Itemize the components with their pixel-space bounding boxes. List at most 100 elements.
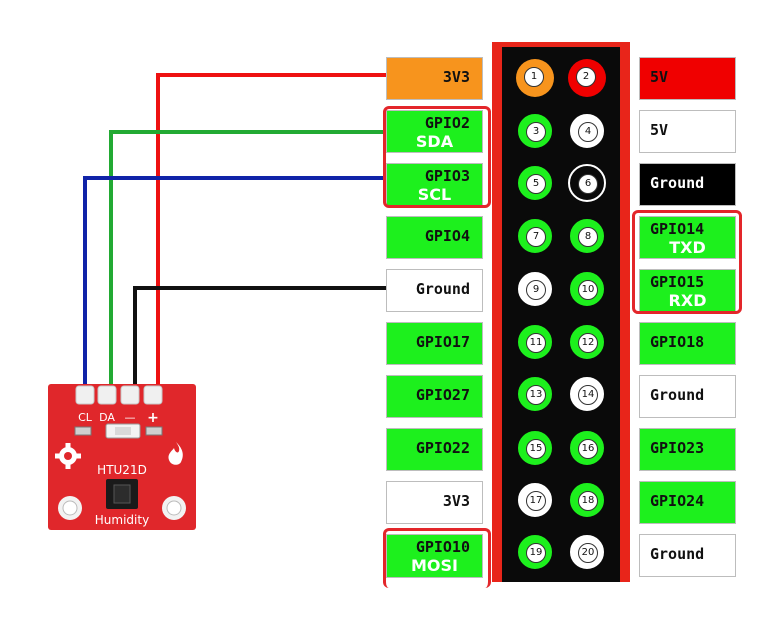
pin-function-text: 3V3 (442, 68, 470, 86)
gpio-pin-2: 2 (568, 59, 606, 97)
gpio-pin-15: 15 (516, 429, 554, 467)
pin-number: 15 (526, 439, 546, 459)
gpio-pin-17: 17 (516, 481, 554, 519)
wires (83, 73, 388, 392)
gpio-pin-14: 14 (568, 375, 606, 413)
pin-function-text: 5V (650, 121, 669, 139)
gpio-pin-13: 13 (516, 375, 554, 413)
sensor-pin-label-minus: — (125, 411, 136, 424)
sensor-header-pads (75, 385, 163, 405)
gpio-pin-12: 12 (568, 323, 606, 361)
right-label-6: GPIO18 (639, 322, 736, 365)
wire-scl (83, 176, 388, 392)
gpio-pin-10: 10 (568, 270, 606, 308)
right-label-2: 5V (639, 110, 736, 153)
gpio-pin-7: 7 (516, 217, 554, 255)
pin-function-text: GPIO27 (415, 386, 470, 404)
right-label-7: Ground (639, 375, 736, 418)
pin-number: 9 (526, 280, 546, 300)
pin-alt-function-text: TXD (669, 238, 706, 257)
wire-3v3 (156, 73, 388, 392)
pin-number: 7 (526, 227, 546, 247)
pin-function-text: GPIO10 (415, 538, 470, 556)
pin-number: 6 (578, 174, 598, 194)
pin-function-text: GPIO17 (415, 333, 470, 351)
gpio-pin-16: 16 (568, 429, 606, 467)
gpio-pin-8: 8 (568, 217, 606, 255)
pin-function-text: 3V3 (442, 492, 470, 510)
pin-function-text: GPIO18 (650, 333, 705, 351)
left-label-5: Ground (386, 269, 483, 312)
uart-group-highlight (632, 210, 742, 314)
gpio-pin-3: 3 (516, 112, 554, 150)
pin-number: 11 (526, 333, 546, 353)
gpio-pin-1: 1 (516, 59, 554, 97)
pin-alt-function-text: SDA (415, 132, 454, 151)
gpio-pin-4: 4 (568, 112, 606, 150)
pin-number: 17 (526, 491, 546, 511)
sensor-pin-label-da: DA (99, 411, 115, 424)
pin-function-text: Ground (650, 545, 705, 563)
pin-function-text: Ground (415, 280, 470, 298)
pin-function-text: GPIO24 (650, 492, 705, 510)
gpio-pin-19: 19 (516, 533, 554, 571)
pin-function-text: GPIO3 (424, 167, 470, 185)
pin-number: 10 (578, 280, 598, 300)
right-label-3: Ground (639, 163, 736, 206)
pin-function-text: GPIO2 (424, 114, 470, 132)
gpio-pin-11: 11 (516, 323, 554, 361)
right-label-9: GPIO24 (639, 481, 736, 524)
pin-number: 1 (524, 67, 544, 87)
sensor-pin-label-plus: + (147, 410, 159, 426)
pin-function-text: GPIO22 (415, 439, 470, 457)
pin-function-text: GPIO4 (424, 227, 470, 245)
left-label-9: 3V3 (386, 481, 483, 524)
gpio-pin-9: 9 (516, 270, 554, 308)
sensor-pin-label-cl: CL (78, 411, 93, 424)
htu21d-sensor-board: CL DA — + HTU21D Humidity (48, 384, 196, 530)
pin-number: 14 (578, 385, 598, 405)
left-label-6: GPIO17 (386, 322, 483, 365)
wire-sda (109, 130, 388, 392)
pin-number: 2 (576, 67, 596, 87)
pin-alt-function-text: RXD (668, 291, 707, 310)
gpio-pin-5: 5 (516, 164, 554, 202)
left-label-8: GPIO22 (386, 428, 483, 471)
pin-function-text: GPIO15 (650, 273, 705, 291)
gpio-pin-18: 18 (568, 481, 606, 519)
flame-icon (168, 442, 183, 465)
pin-alt-function-text: SCL (417, 185, 452, 204)
pin-number: 20 (578, 543, 598, 563)
pin-number: 16 (578, 439, 598, 459)
left-label-4: GPIO4 (386, 216, 483, 259)
pin-function-text: Ground (650, 386, 705, 404)
right-label-10: Ground (639, 534, 736, 577)
wire-gnd (133, 286, 388, 392)
pin-function-text: 5V (650, 68, 669, 86)
pin-alt-function-text: MOSI (411, 556, 458, 575)
pin-number: 5 (526, 174, 546, 194)
pin-number: 4 (578, 122, 598, 142)
pin-number: 13 (526, 385, 546, 405)
pin-function-text: GPIO23 (650, 439, 705, 457)
pin-function-text: GPIO14 (650, 220, 705, 238)
sensor-model-text: HTU21D (97, 463, 147, 477)
left-label-1: 3V3 (386, 57, 483, 100)
sensor-name-text: Humidity (95, 513, 149, 527)
pin-number: 12 (578, 333, 598, 353)
pin-number: 3 (526, 122, 546, 142)
spi-group-highlight (383, 528, 491, 588)
left-label-7: GPIO27 (386, 375, 483, 418)
pin-function-text: Ground (650, 174, 705, 192)
pin-number: 18 (578, 491, 598, 511)
right-label-8: GPIO23 (639, 428, 736, 471)
gpio-pin-20: 20 (568, 533, 606, 571)
right-label-1: 5V (639, 57, 736, 100)
i2c-group-highlight (383, 106, 491, 208)
